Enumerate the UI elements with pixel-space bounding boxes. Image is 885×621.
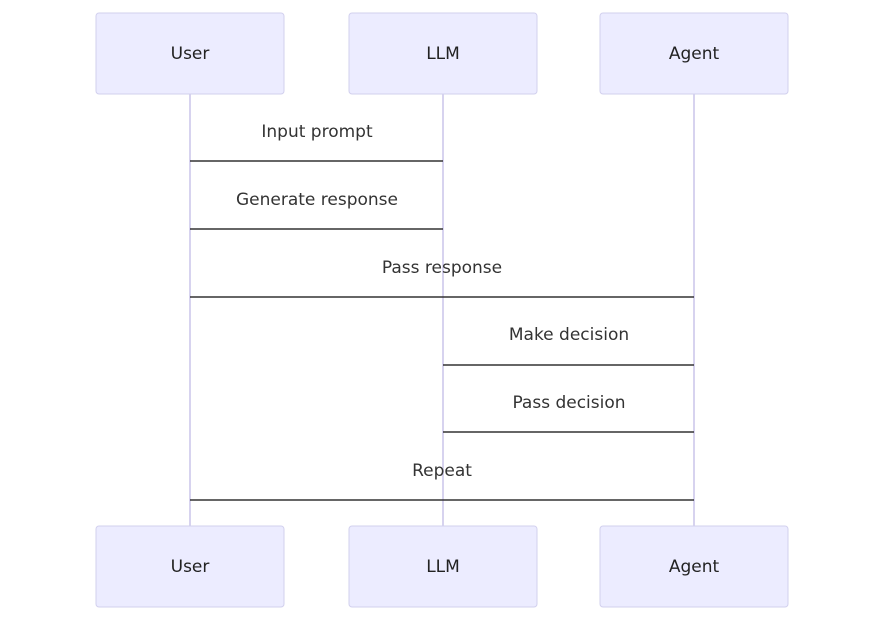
actor-bottom-agent[interactable]: Agent [599, 525, 789, 608]
actor-label: Agent [669, 44, 720, 64]
actor-box [95, 12, 285, 95]
message-label: Input prompt [261, 122, 373, 142]
message-label: Pass decision [512, 393, 625, 413]
message-label: Repeat [412, 461, 472, 481]
message-pass-response: Pass response [190, 258, 694, 298]
actor-label: Agent [669, 557, 720, 577]
actor-box [348, 12, 538, 95]
actor-box [599, 525, 789, 608]
actor-box [599, 12, 789, 95]
message-label: Make decision [509, 325, 629, 345]
actor-top-user[interactable]: User [95, 12, 285, 95]
actor-label: LLM [426, 557, 460, 577]
message-pass-decision: Pass decision [443, 393, 694, 433]
actor-label: User [171, 44, 210, 64]
message-input-prompt: Input prompt [190, 122, 443, 162]
message-generate-response: Generate response [190, 190, 443, 230]
actor-label: User [171, 557, 210, 577]
message-label: Generate response [236, 190, 398, 210]
message-repeat: Repeat [190, 461, 694, 501]
actor-box [348, 525, 538, 608]
actor-label: LLM [426, 44, 460, 64]
message-label: Pass response [382, 258, 502, 278]
actor-bottom-llm[interactable]: LLM [348, 525, 538, 608]
actor-bottom-user[interactable]: User [95, 525, 285, 608]
actor-box [95, 525, 285, 608]
actor-top-llm[interactable]: LLM [348, 12, 538, 95]
actor-top-agent[interactable]: Agent [599, 12, 789, 95]
message-make-decision: Make decision [443, 325, 694, 366]
